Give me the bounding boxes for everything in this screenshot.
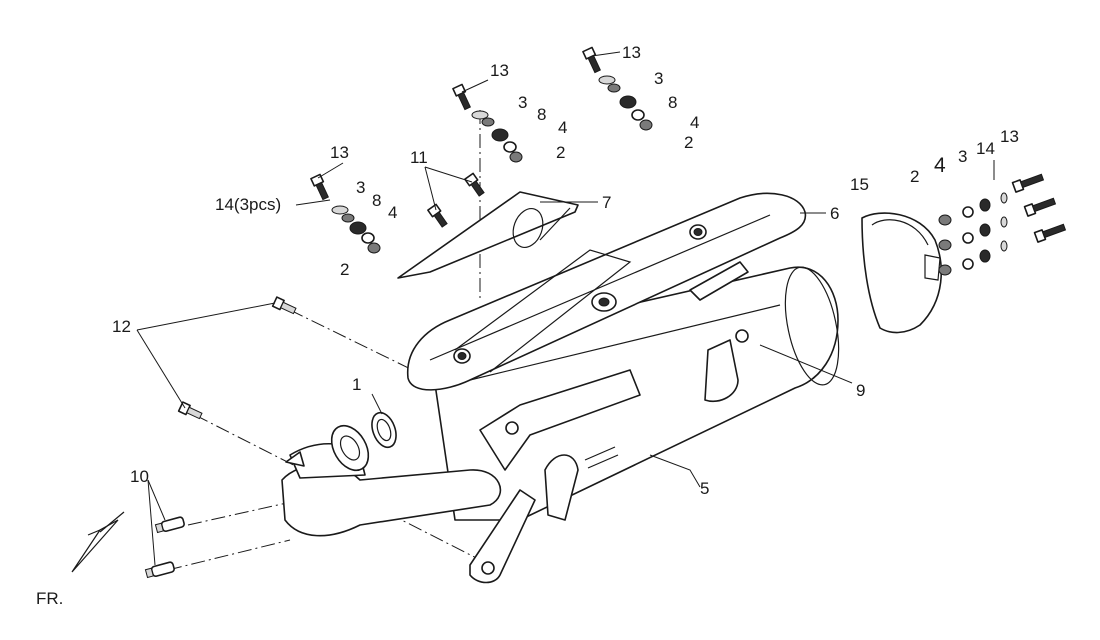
leader-lines <box>136 51 995 566</box>
label-shield-bolts: 11 <box>410 148 428 167</box>
hardware-group-right <box>582 46 653 131</box>
front-direction-arrow <box>71 511 125 573</box>
label-endcap-washer-small: 14 <box>976 139 995 158</box>
hardware-group-left <box>310 173 381 254</box>
label-mid-collar: 4 <box>558 118 567 137</box>
label-mid-grommet: 8 <box>537 105 546 124</box>
label-front-direction: FR. <box>36 589 63 608</box>
shield-bolts <box>427 172 485 228</box>
label-left-collar: 4 <box>388 203 397 222</box>
label-left-washer: 3 <box>356 178 365 197</box>
label-right-bolt: 13 <box>622 43 641 62</box>
label-right-collar: 4 <box>690 113 699 132</box>
label-end-cap: 15 <box>850 175 869 194</box>
hardware-group-endcap <box>938 173 1067 276</box>
label-left-grommet: 8 <box>372 191 381 210</box>
label-endcap-collar: 4 <box>934 154 946 177</box>
exhaust-gasket <box>371 411 397 449</box>
heat-shield-upper <box>406 192 807 391</box>
label-endcap-nut: 2 <box>910 167 919 186</box>
hardware-group-mid <box>452 83 523 163</box>
label-left-bolt: 13 <box>330 143 349 162</box>
mount-bolts <box>177 296 297 420</box>
label-muffler: 5 <box>700 479 709 498</box>
label-left-nut: 2 <box>340 260 349 279</box>
label-mid-bolt: 13 <box>490 61 509 80</box>
exhaust-pipe <box>281 369 641 584</box>
heat-shield-small <box>397 191 579 279</box>
label-mount-bolts: 12 <box>112 317 131 336</box>
label-mid-washer: 3 <box>518 93 527 112</box>
label-endcap-bolt: 13 <box>1000 127 1019 146</box>
label-right-washer: 3 <box>654 69 663 88</box>
label-endcap-washer: 3 <box>958 147 967 166</box>
end-cap <box>861 212 943 334</box>
label-stud-bolts: 10 <box>130 467 149 486</box>
label-heat-shield-upper: 6 <box>830 204 839 223</box>
label-right-grommet: 8 <box>668 93 677 112</box>
label-end-cap-bracket: 9 <box>856 381 865 400</box>
label-right-nut: 2 <box>684 133 693 152</box>
label-heat-shield-small: 7 <box>602 193 611 212</box>
label-left-washer-note: 14(3pcs) <box>215 195 281 214</box>
label-gasket: 1 <box>352 375 361 394</box>
stud-bolts <box>144 516 185 579</box>
label-mid-nut: 2 <box>556 143 565 162</box>
callout-labels: 1 5 6 7 9 10 11 12 15 13 14(3pcs) 3 8 4 … <box>36 43 1019 608</box>
